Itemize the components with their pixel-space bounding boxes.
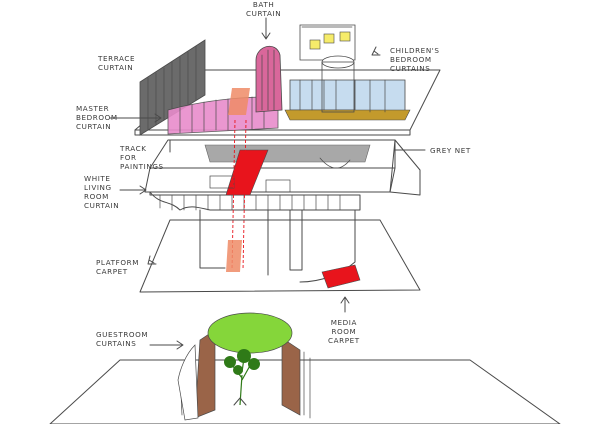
children-axis-marker [371, 46, 381, 56]
tree [224, 349, 260, 406]
green-canopy [207, 312, 293, 354]
platform-axis-marker [147, 255, 157, 265]
label-grey-net: GREY NET [430, 146, 471, 155]
grey-net [204, 144, 371, 169]
platform-carpet-salmon [226, 240, 242, 272]
track-for-paintings-red [225, 149, 269, 196]
garden-slab [49, 359, 561, 425]
guestroom-curtains [177, 329, 311, 421]
terrace-curtain [139, 39, 206, 136]
bath-curtain [255, 17, 283, 113]
white-living-room-curtain [149, 191, 361, 211]
ground-floor-slab [139, 219, 421, 293]
childrens-bedroom-block [284, 24, 411, 121]
painting-track-strip-top [228, 88, 250, 115]
master-bedroom-curtain [167, 95, 279, 135]
middle-floor-slab [144, 139, 421, 196]
leader-arrows [109, 113, 426, 350]
painting-frame-2 [265, 179, 291, 193]
media-room-carpet [321, 264, 361, 289]
media-room-arrow [340, 296, 350, 313]
